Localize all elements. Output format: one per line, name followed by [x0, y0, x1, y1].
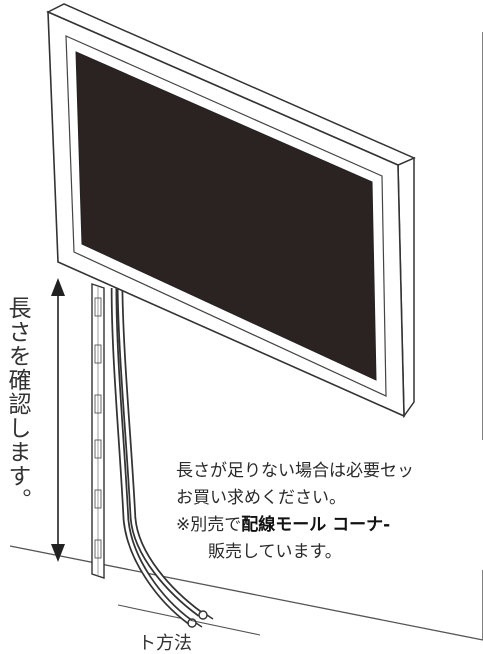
product-name: 配線モール コーナ-: [241, 515, 391, 535]
power-cable: [110, 287, 214, 628]
note-line-4: 販売しています。: [208, 542, 342, 562]
measure-length-label: 長さを確認します。: [4, 296, 30, 512]
bottom-heading-fragment: ト方法: [138, 633, 192, 654]
display-screen: [75, 51, 377, 381]
wall-mounted-display: [46, 3, 416, 419]
floor-line: [9, 545, 483, 641]
cable-note: 長さが足りない場合は必要セッ お買い求めください。 ※別売で配線モール コーナ-…: [176, 458, 483, 576]
note-line-3: ※別売で配線モール コーナ-: [176, 512, 483, 539]
note-line-1: 長さが足りない場合は必要セッ: [176, 461, 414, 481]
height-dimension-arrow: [51, 278, 65, 562]
note-line-3-prefix: ※別売で: [176, 515, 242, 535]
wire-molding: [91, 283, 105, 579]
plug-icon: [187, 610, 214, 628]
note-line-2: お買い求めください。: [176, 488, 346, 508]
